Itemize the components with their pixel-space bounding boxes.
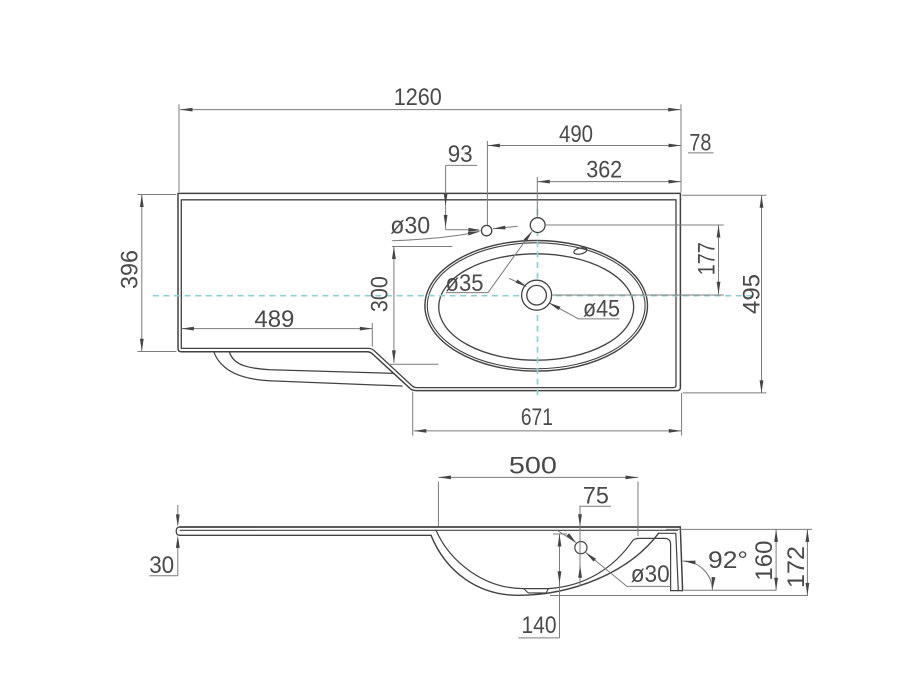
svg-text:78: 78 [689,129,711,156]
svg-text:140: 140 [522,612,557,639]
svg-text:362: 362 [586,157,622,184]
svg-text:ø45: ø45 [583,295,620,322]
svg-text:93: 93 [448,141,473,168]
svg-text:30: 30 [149,552,174,579]
svg-text:490: 490 [559,121,593,148]
svg-text:92°: 92° [708,547,748,574]
svg-text:ø30: ø30 [631,561,670,588]
svg-text:75: 75 [583,483,609,510]
svg-text:671: 671 [521,404,553,431]
svg-text:500: 500 [509,452,557,479]
svg-text:495: 495 [739,274,766,314]
svg-text:1260: 1260 [394,84,442,111]
svg-text:396: 396 [117,250,144,289]
svg-text:160: 160 [751,541,778,581]
svg-text:300: 300 [367,276,394,312]
svg-text:ø30: ø30 [390,212,430,239]
svg-text:489: 489 [254,306,294,333]
svg-text:172: 172 [783,546,810,588]
svg-text:177: 177 [694,242,721,275]
